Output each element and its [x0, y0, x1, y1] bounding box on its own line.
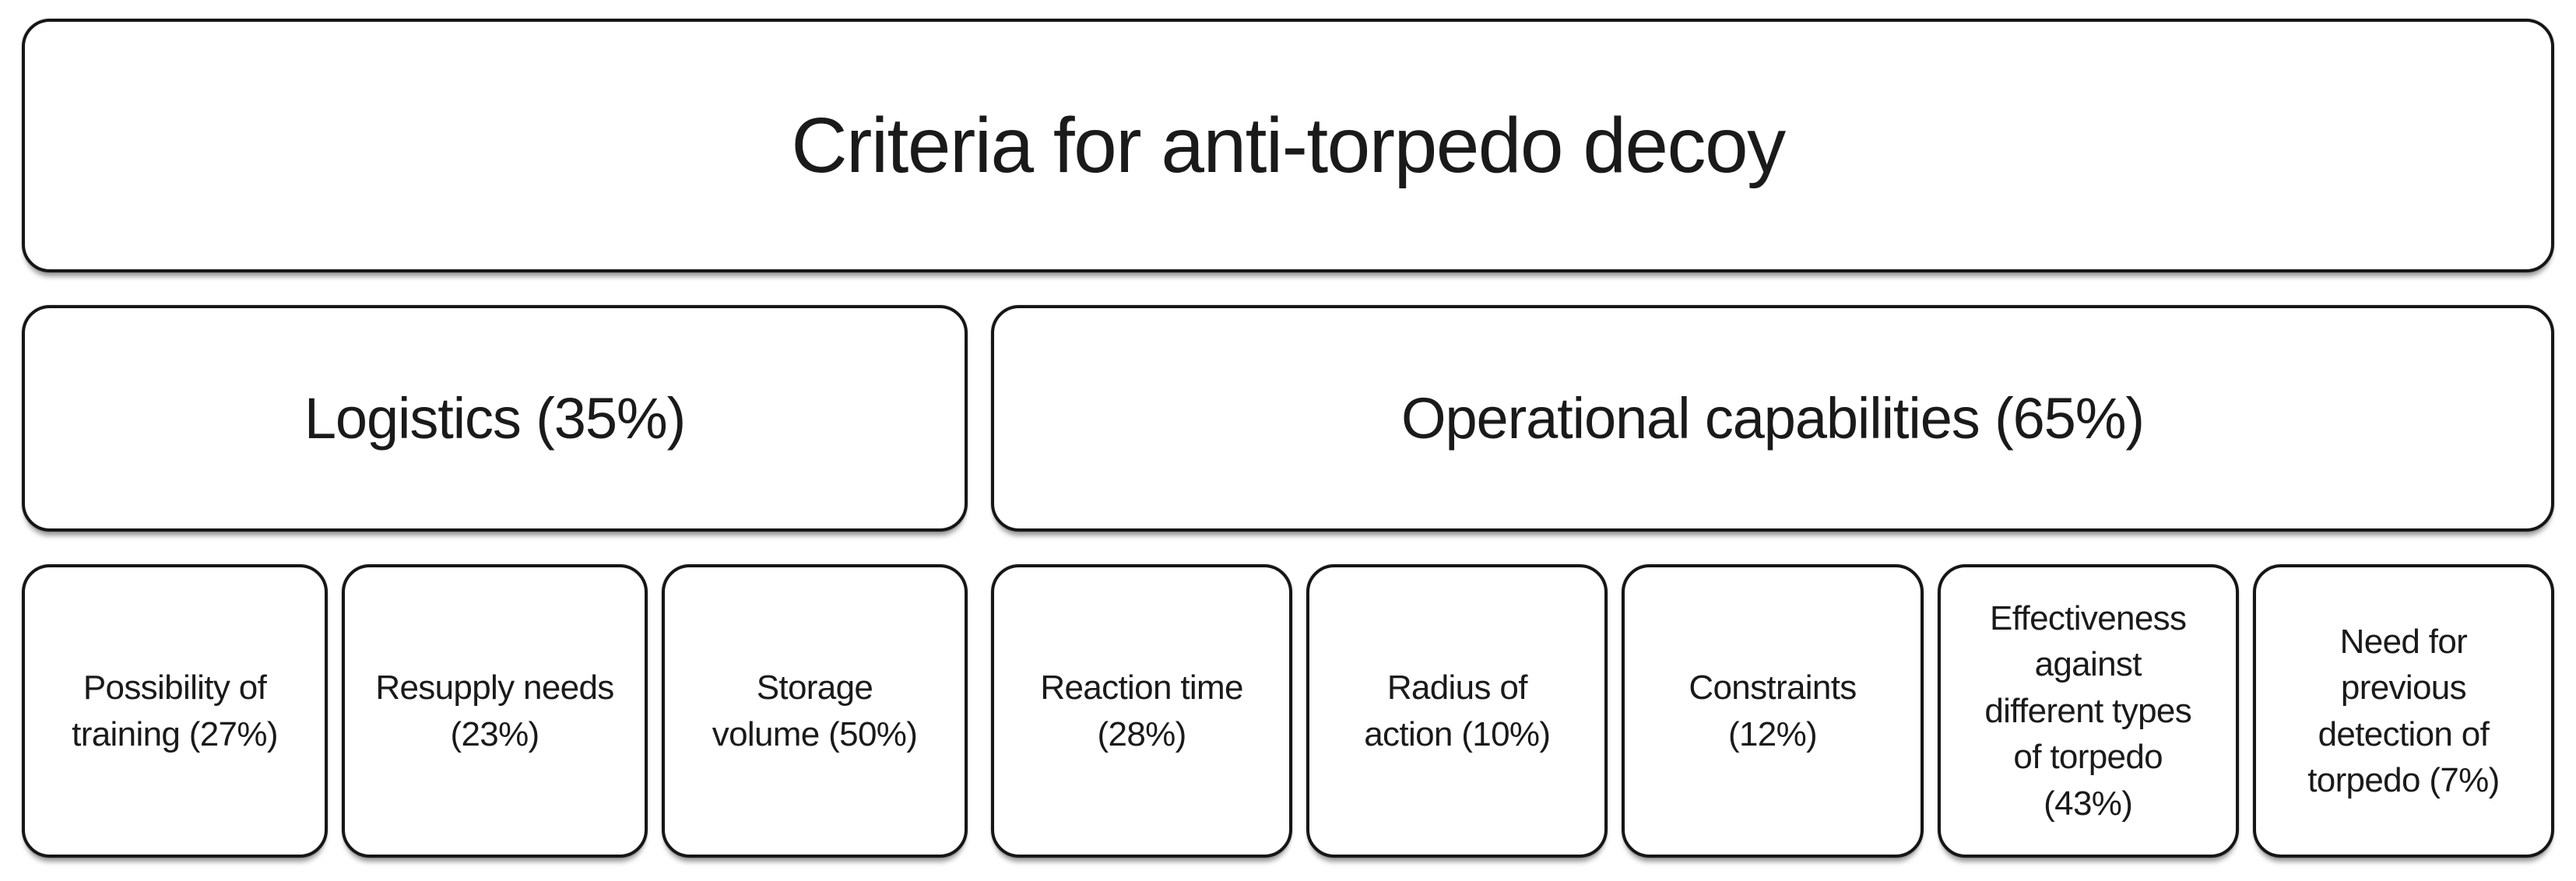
criterion-box-reaction-time: Reaction time (28%)	[991, 564, 1293, 858]
criterion-label: Reaction time (28%)	[1040, 669, 1243, 753]
root-box: Criteria for anti-torpedo decoy	[22, 19, 2554, 272]
criterion-box-effectiveness-torpedo-types: Effectiveness against different types of…	[1937, 564, 2239, 858]
criterion-label: Storage volume (50%)	[712, 669, 918, 753]
criterion-label: Need for previous detection of torpedo (…	[2307, 622, 2500, 799]
criterion-label: Resupply needs (23%)	[375, 669, 614, 753]
criteria-group-operational: Reaction time (28%) Radius of action (10…	[991, 564, 2555, 858]
root-box-label: Criteria for anti-torpedo decoy	[791, 102, 1786, 189]
category-operational-label: Operational capabilities (65%)	[1401, 385, 2145, 451]
criterion-box-need-previous-detection: Need for previous detection of torpedo (…	[2252, 564, 2555, 858]
criterion-box-storage-volume: Storage volume (50%)	[662, 564, 968, 858]
category-box-logistics: Logistics (35%)	[22, 305, 968, 532]
category-box-operational: Operational capabilities (65%)	[991, 305, 2554, 532]
criterion-label: Constraints (12%)	[1689, 669, 1857, 753]
criteria-group-logistics: Possibility of training (27%) Resupply n…	[22, 564, 968, 858]
criterion-box-possibility-of-training: Possibility of training (27%)	[22, 564, 328, 858]
category-row: Logistics (35%) Operational capabilities…	[22, 305, 2554, 532]
criterion-box-radius-of-action: Radius of action (10%)	[1306, 564, 1608, 858]
criteria-row: Possibility of training (27%) Resupply n…	[22, 564, 2555, 858]
criterion-label: Effectiveness against different types of…	[1984, 599, 2192, 823]
criterion-box-constraints: Constraints (12%)	[1622, 564, 1924, 858]
criterion-label: Radius of action (10%)	[1364, 669, 1551, 753]
category-logistics-label: Logistics (35%)	[304, 385, 686, 451]
criterion-box-resupply-needs: Resupply needs (23%)	[342, 564, 648, 858]
criterion-label: Possibility of training (27%)	[72, 669, 278, 753]
